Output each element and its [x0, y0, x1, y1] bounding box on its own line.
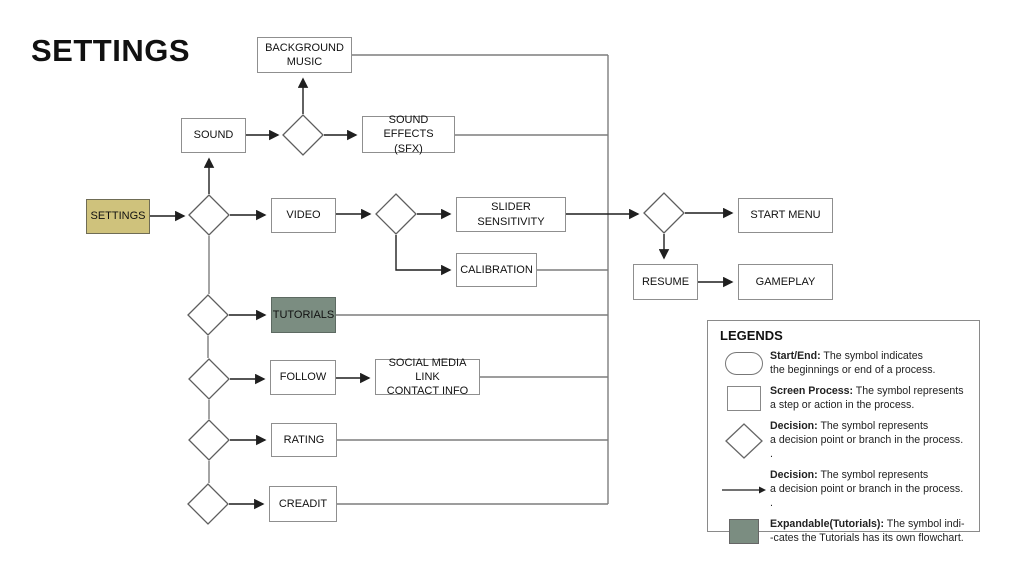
decision-diamond-tutorials: [187, 294, 229, 336]
legend-row-arrow: Decision: The symbol represents a decisi…: [718, 469, 969, 511]
legend-term: Decision:: [770, 468, 818, 481]
legend-row-expandable: Expandable(Tutorials): The symbol indi- …: [718, 518, 969, 546]
legend-term: Expandable(Tutorials):: [770, 517, 884, 530]
decision-diamond-sound: [282, 114, 324, 156]
decision-diamond-rating: [188, 419, 230, 461]
decision-diamond-video: [375, 193, 417, 235]
legend-desc: The symbol indi- -cates the Tutorials ha…: [770, 517, 965, 544]
legend-desc: The symbol represents a decision point o…: [770, 468, 964, 509]
expandable-square-icon: [729, 519, 759, 545]
screen-process-rect-icon: [727, 386, 761, 412]
decision-diamond-final: [643, 192, 685, 234]
node-gameplay: GAMEPLAY: [738, 264, 833, 300]
legend-row-decision: Decision: The symbol represents a decisi…: [718, 420, 969, 462]
node-settings: SETTINGS: [86, 199, 150, 234]
node-start-menu: START MENU: [738, 198, 833, 233]
decision-diamond-follow: [188, 358, 230, 400]
legend-title: LEGENDS: [720, 328, 783, 343]
node-follow: FOLLOW: [270, 360, 336, 395]
node-calibration: CALIBRATION: [456, 253, 537, 287]
legend-desc: The symbol represents a decision point o…: [770, 419, 964, 460]
node-video: VIDEO: [271, 198, 336, 233]
node-creadit: CREADIT: [269, 486, 337, 522]
legend-term: Screen Process:: [770, 384, 854, 397]
decision-diamond-creadit: [187, 483, 229, 525]
legend-row-start-end: Start/End: The symbol indicates the begi…: [718, 350, 969, 378]
flow-arrow-icon: [722, 486, 766, 494]
node-rating: RATING: [271, 423, 337, 457]
decision-diamond-main: [188, 194, 230, 236]
legend-desc: The symbol represents a step or action i…: [770, 384, 964, 411]
node-social-media: SOCIAL MEDIA LINK CONTACT INFO: [375, 357, 480, 397]
node-tutorials: TUTORIALS: [271, 297, 336, 333]
page-title: SETTINGS: [31, 33, 191, 68]
decision-diamond-icon: [725, 422, 763, 459]
start-end-stadium-icon: [725, 352, 763, 376]
decision-diamonds: [187, 114, 685, 525]
legend-term: Decision:: [770, 419, 818, 432]
node-background-music: BACKGROUND MUSIC: [257, 37, 352, 73]
legend-row-screen-process: Screen Process: The symbol represents a …: [718, 385, 969, 413]
node-resume: RESUME: [633, 264, 698, 300]
legend-desc: The symbol indicates the beginnings or e…: [770, 350, 936, 376]
legend-term: Start/End:: [770, 350, 821, 362]
node-slider-sensitivity: SLIDER SENSITIVITY: [456, 197, 566, 232]
connector-lines: [207, 54, 609, 505]
arrow-connectors: [150, 77, 734, 510]
node-sound-effects: SOUND EFFECTS (SFX): [362, 114, 455, 155]
legend-panel: LEGENDS Start/End: The symbol indicates …: [707, 320, 980, 545]
edge-decision-to-calibration: [395, 235, 452, 276]
node-sound: SOUND: [181, 118, 246, 153]
